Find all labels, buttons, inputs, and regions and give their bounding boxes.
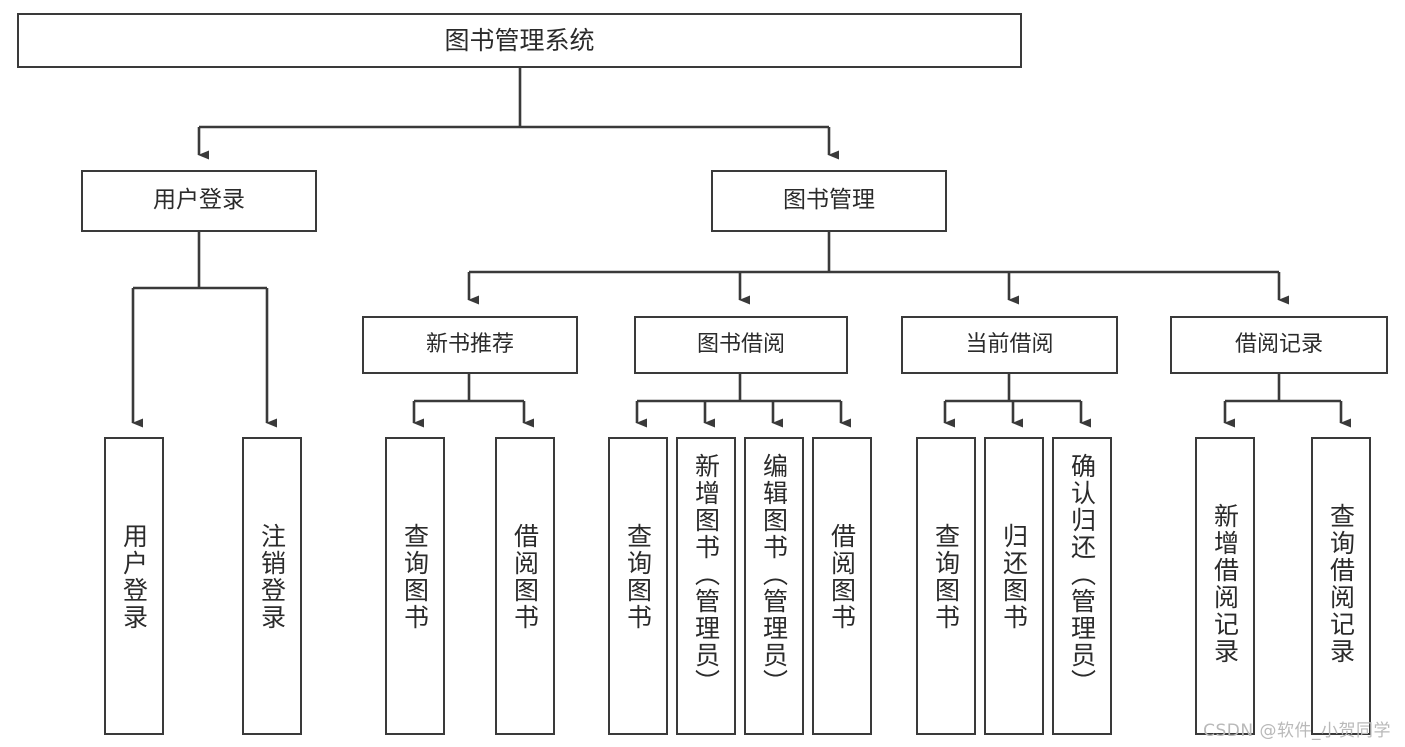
node-label: 归还图书 (999, 523, 1029, 631)
node-label: 注销登录 (257, 523, 287, 631)
node-user-login[interactable]: 用户登录 (81, 170, 317, 232)
node-label: 当前借阅 (965, 332, 1054, 358)
node-label: 用户登录 (119, 523, 149, 631)
node-leaf-query-borrow-record[interactable]: 查询借阅记录 (1311, 437, 1371, 735)
node-root-book-management-system[interactable]: 图书管理系统 (17, 13, 1022, 68)
node-leaf-query-book-recommend[interactable]: 查询图书 (385, 437, 445, 735)
node-label: 新增图书（管理员） (691, 453, 721, 696)
node-label: 借阅记录 (1234, 332, 1323, 358)
node-leaf-user-logout[interactable]: 注销登录 (242, 437, 302, 735)
node-borrow-record[interactable]: 借阅记录 (1170, 316, 1388, 374)
node-label: 新书推荐 (425, 332, 514, 358)
node-book-management[interactable]: 图书管理 (711, 170, 947, 232)
node-leaf-add-borrow-record[interactable]: 新增借阅记录 (1195, 437, 1255, 735)
node-label: 图书管理系统 (444, 25, 595, 55)
node-leaf-edit-book[interactable]: 编辑图书（管理员） (744, 437, 804, 735)
node-book-borrow[interactable]: 图书借阅 (634, 316, 848, 374)
node-leaf-add-book[interactable]: 新增图书（管理员） (676, 437, 736, 735)
node-label: 借阅图书 (827, 523, 857, 631)
node-label: 编辑图书（管理员） (759, 453, 789, 696)
node-label: 用户登录 (153, 187, 245, 214)
node-label: 查询图书 (623, 523, 653, 631)
node-label: 新增借阅记录 (1210, 503, 1240, 665)
node-leaf-borrow-book[interactable]: 借阅图书 (812, 437, 872, 735)
node-label: 查询图书 (931, 523, 961, 631)
node-label: 图书借阅 (696, 332, 785, 358)
node-leaf-query-book-borrow[interactable]: 查询图书 (608, 437, 668, 735)
node-label: 确认归还（管理员） (1067, 453, 1097, 696)
node-new-book-recommend[interactable]: 新书推荐 (362, 316, 578, 374)
node-leaf-query-book-current[interactable]: 查询图书 (916, 437, 976, 735)
node-current-borrow[interactable]: 当前借阅 (901, 316, 1118, 374)
node-label: 图书管理 (783, 187, 875, 214)
node-leaf-user-login[interactable]: 用户登录 (104, 437, 164, 735)
node-leaf-return-book[interactable]: 归还图书 (984, 437, 1044, 735)
csdn-watermark: CSDN @软件_小贺同学 (1203, 721, 1391, 741)
node-leaf-borrow-book-recommend[interactable]: 借阅图书 (495, 437, 555, 735)
node-label: 借阅图书 (510, 523, 540, 631)
node-label: 查询借阅记录 (1326, 503, 1356, 665)
node-label: 查询图书 (400, 523, 430, 631)
node-leaf-confirm-return[interactable]: 确认归还（管理员） (1052, 437, 1112, 735)
